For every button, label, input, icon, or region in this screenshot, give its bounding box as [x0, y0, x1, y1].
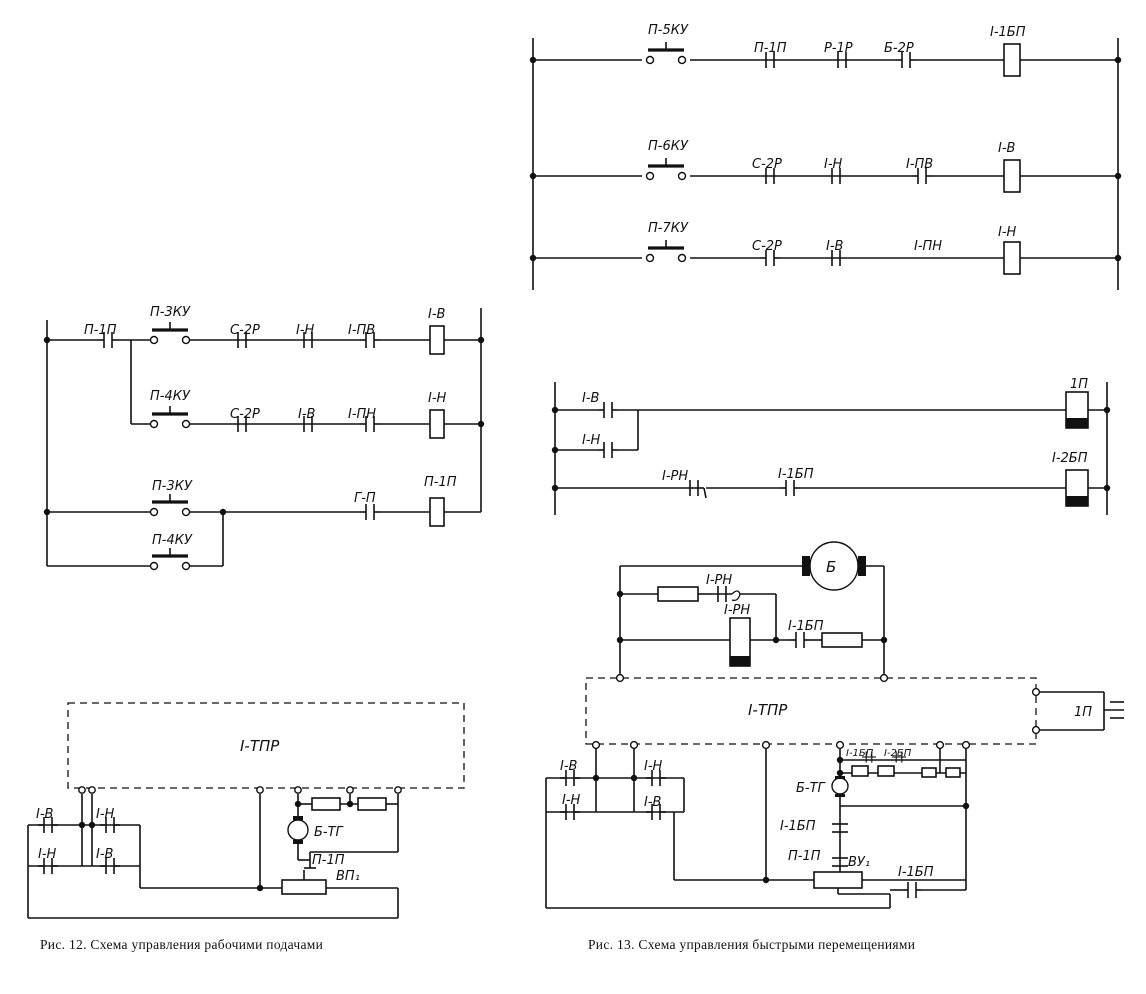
- label-ih-l1: I-Н: [644, 759, 663, 774]
- figure-12: П-1П П-3КУ С-2Р I-Н I-ПВ I-В П-4КУ С-2Р …: [27, 305, 485, 952]
- label-ih-c2: I-Н: [38, 847, 57, 862]
- label-i1bp-r: I-1БП: [788, 619, 824, 634]
- label-i2bp-coil: I-2БП: [1052, 451, 1088, 466]
- label-iv-b: I-В: [298, 407, 316, 422]
- label-ih-c-13: I-Н: [582, 433, 601, 448]
- label-p5ku: П-5КУ: [648, 23, 689, 38]
- label-itpr-12: I-ТПР: [240, 737, 280, 755]
- label-i1bp-coil: I-1БП: [990, 25, 1026, 40]
- label-i1bp-s: I-1БП: [846, 748, 874, 759]
- label-ih-c1: I-Н: [96, 807, 115, 822]
- caption-fig12: Рис. 12. Схема управления рабочими подач…: [40, 937, 323, 952]
- label-1p-coil: 1П: [1070, 377, 1088, 392]
- label-iv-b-13: I-В: [826, 239, 844, 254]
- label-p1p-v: П-1П: [788, 849, 821, 864]
- label-s2r: С-2Р: [230, 323, 260, 338]
- label-ih-coil-13: I-Н: [998, 225, 1017, 240]
- label-ih-l2: I-Н: [562, 793, 581, 808]
- label-vp1: ВП₁: [336, 869, 360, 884]
- label-iv-coil: I-В: [428, 307, 446, 322]
- label-p7ku: П-7КУ: [648, 221, 689, 236]
- label-iv-c2: I-В: [96, 847, 114, 862]
- label-p4ku: П-4КУ: [150, 389, 191, 404]
- label-ipv-13: I-ПВ: [906, 157, 933, 172]
- label-1p-right: 1П: [1074, 705, 1092, 720]
- label-irn-coil: I-РН: [724, 603, 750, 618]
- label-iv-c-13: I-В: [582, 391, 600, 406]
- label-r1r: Р-1Р: [824, 41, 853, 56]
- label-s2r-b: С-2Р: [230, 407, 260, 422]
- label-iv-coil-13: I-В: [998, 141, 1016, 156]
- label-s2r-b-13: С-2Р: [752, 239, 782, 254]
- label-itpr-13: I-ТПР: [748, 701, 788, 719]
- label-btg-12: Б-ТГ: [314, 825, 345, 840]
- label-p4ku-b: П-4КУ: [152, 533, 193, 548]
- label-ih: I-Н: [296, 323, 315, 338]
- figure-13: П-5КУ П-1П Р-1Р Б-2Р I-1БП П-6КУ С-2Р I-…: [529, 23, 1124, 952]
- label-p1p-b: П-1П: [312, 853, 345, 868]
- label-motor-b: Б: [826, 558, 836, 576]
- label-i1bp-v: I-1БП: [780, 819, 816, 834]
- label-p1p-coil: П-1П: [424, 475, 457, 490]
- label-irn: I-РН: [662, 469, 688, 484]
- label-ih-a-13: I-Н: [824, 157, 843, 172]
- label-i1bp-end: I-1БП: [898, 865, 934, 880]
- label-vu1: ВУ₁: [848, 855, 870, 870]
- label-p6ku: П-6КУ: [648, 139, 689, 154]
- label-btg-13: Б-ТГ: [796, 781, 827, 796]
- label-ipv: I-ПВ: [348, 323, 375, 338]
- label-p3ku-b: П-3КУ: [152, 479, 193, 494]
- label-ipn-13: I-ПН: [914, 239, 942, 254]
- label-ih-coil: I-Н: [428, 391, 447, 406]
- label-i2bp-s: I-2БП: [884, 748, 912, 759]
- caption-fig13: Рис. 13. Схема управления быстрыми перем…: [588, 937, 915, 952]
- label-i1bp-c: I-1БП: [778, 467, 814, 482]
- label-p1p: П-1П: [84, 323, 117, 338]
- label-p3ku: П-3КУ: [150, 305, 191, 320]
- label-iv-l2: I-В: [644, 795, 662, 810]
- label-b2r: Б-2Р: [884, 41, 914, 56]
- label-irn-top: I-РН: [706, 573, 732, 588]
- label-ipn: I-ПН: [348, 407, 376, 422]
- label-gp: Г-П: [354, 491, 376, 506]
- label-iv-l1: I-В: [560, 759, 578, 774]
- label-s2r-a-13: С-2Р: [752, 157, 782, 172]
- label-iv-c1: I-В: [36, 807, 54, 822]
- label-p1p-13: П-1П: [754, 41, 787, 56]
